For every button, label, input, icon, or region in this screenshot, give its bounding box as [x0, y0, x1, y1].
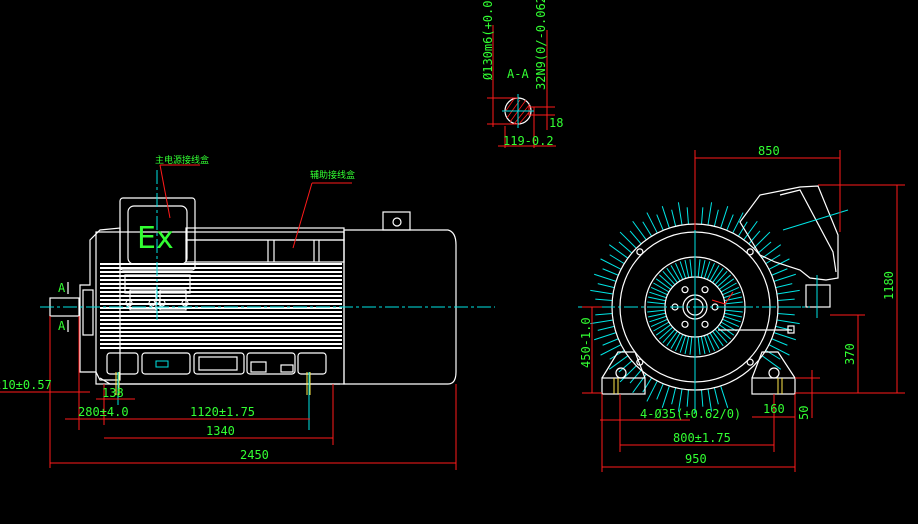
- shaft-diameter-label: Ø130m6(+0.04/+0.015): [481, 0, 495, 80]
- terminal-box-end: [739, 185, 849, 318]
- inner-fins: [647, 259, 743, 355]
- shaft-height-label: 119-0.2: [503, 134, 554, 148]
- foot-offset-dim: 138: [102, 386, 124, 400]
- main-terminal-box-label: 主电源接线盒: [155, 154, 209, 166]
- aux-terminal-box-label: 辅助接线盒: [310, 169, 355, 181]
- section-title: A-A: [507, 67, 529, 81]
- side-view: Ex: [0, 154, 495, 470]
- foot-hole-spacing-end-dim: 800±1.75: [673, 431, 731, 445]
- section-view-a-a: Ø130m6(+0.04/+0.015) 32N9(0/-0.062) A-A …: [481, 0, 563, 148]
- shaft-center-height-dim: 450-1.0: [579, 317, 593, 368]
- overall-height-dim: 1180: [882, 271, 896, 300]
- section-mark-bottom: A: [58, 319, 66, 333]
- key-depth-label: 18: [549, 116, 563, 130]
- end-view: 850 1180 370 450-1.0 50 160 4-Ø35(+0.62/…: [578, 144, 905, 472]
- foot-hole-spacing-dim: 1120±1.75: [190, 405, 255, 419]
- side-dimensions: [0, 316, 457, 470]
- key-width-label: 32N9(0/-0.062): [534, 0, 548, 90]
- foot-holes-dim: 4-Ø35(+0.62/0): [640, 407, 741, 421]
- end-dimensions: [582, 150, 905, 472]
- section-mark-top: A: [58, 281, 66, 295]
- foot-width-dim: 160: [763, 402, 785, 416]
- lifting-lug: [382, 211, 411, 231]
- foot-thickness-dim: 50: [797, 406, 811, 420]
- foot-left: [601, 377, 646, 395]
- overall-length-dim: 2450: [240, 448, 269, 462]
- box-height-dim: 370: [843, 343, 857, 365]
- foot-length-dim: 1340: [206, 424, 235, 438]
- frame-fins: [100, 263, 342, 349]
- box-width-dim: 850: [758, 144, 780, 158]
- base-panels: [106, 352, 327, 375]
- shaft-to-foot-dim: 280±4.0: [78, 405, 129, 419]
- foot-right: [751, 377, 796, 395]
- overall-width-dim: 950: [685, 452, 707, 466]
- fan-cover: [343, 229, 457, 385]
- shaft-length-dim: 210±0.57: [0, 378, 52, 392]
- ex-mark: Ex: [137, 221, 174, 256]
